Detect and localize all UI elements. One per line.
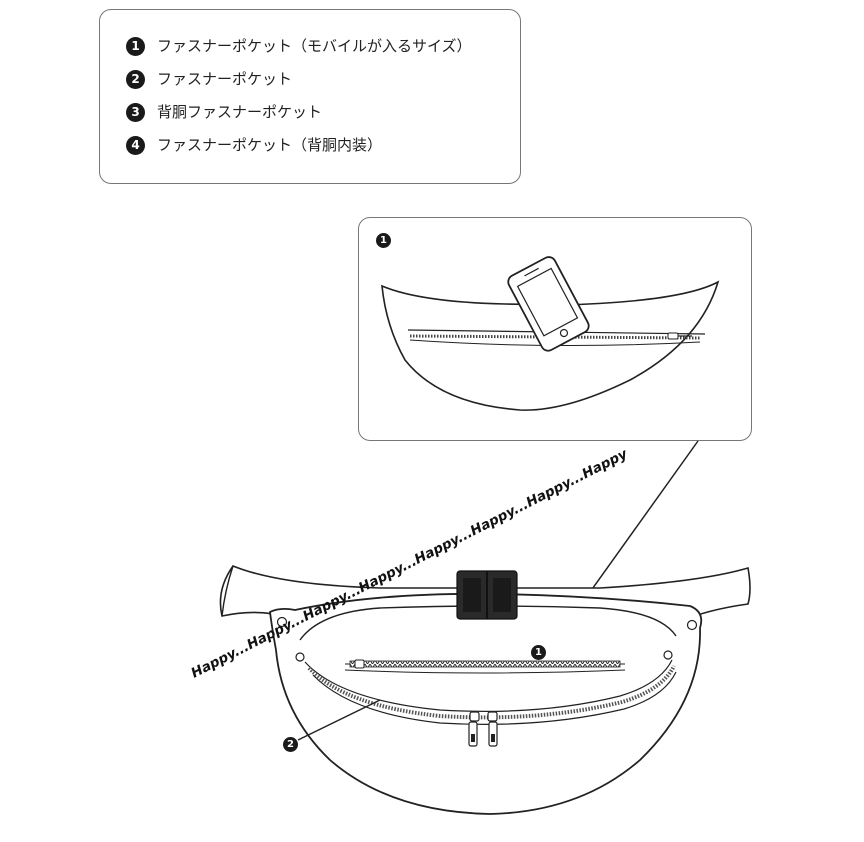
legend-item-3-label: 背胴ファスナーポケット: [157, 103, 323, 121]
legend-item-2-label: ファスナーポケット: [157, 70, 293, 88]
leader-line-2: [297, 699, 381, 741]
number-badge-1: 1: [126, 36, 145, 56]
legend-item-4: 4 ファスナーポケット（背胴内装）: [126, 135, 382, 155]
legend-item-1-label: ファスナーポケット（モバイルが入るサイズ）: [157, 37, 472, 55]
inset-badge: 1: [376, 233, 391, 248]
legend-item-1: 1 ファスナーポケット（モバイルが入るサイズ）: [126, 36, 472, 56]
legend-item-4-label: ファスナーポケット（背胴内装）: [157, 136, 383, 154]
smartphone-icon: [507, 256, 590, 352]
number-badge-4: 4: [126, 135, 145, 155]
legend-item-3: 3 背胴ファスナーポケット: [126, 102, 322, 122]
legend-box: 1 ファスナーポケット（モバイルが入るサイズ） 2 ファスナーポケット 3 背胴…: [99, 9, 521, 184]
callout-badge-2: 2: [283, 737, 298, 752]
bag-body: [269, 592, 703, 815]
legend-item-2: 2 ファスナーポケット: [126, 69, 292, 89]
callout-badge-1: 1: [531, 645, 546, 660]
buckle-icon: [456, 570, 518, 620]
number-badge-2: 2: [126, 69, 145, 89]
number-badge-3: 3: [126, 102, 145, 122]
